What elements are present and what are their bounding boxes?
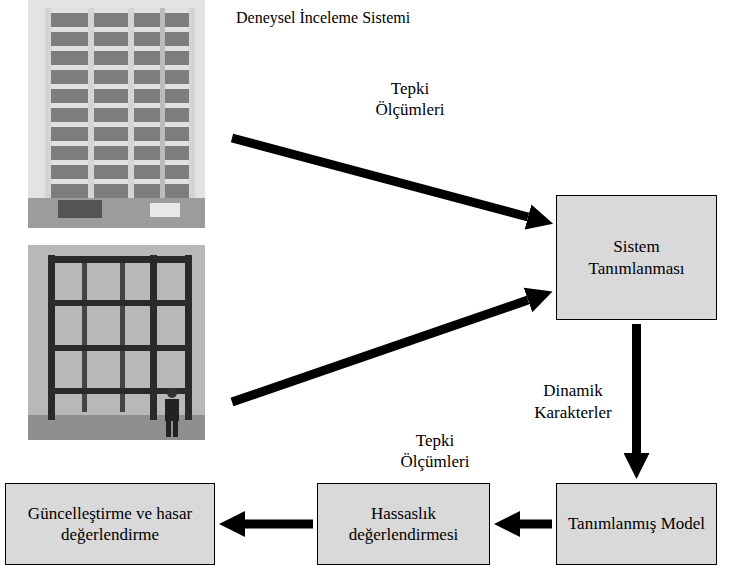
measurement-arrow: [232, 138, 528, 217]
frame-column: [48, 255, 55, 420]
floor-slab: [45, 65, 195, 70]
frame-beam: [48, 345, 192, 351]
arrow-label: Tepki Ölçümleri: [360, 78, 460, 121]
steel-frame-photo: [28, 245, 205, 440]
person-leg: [166, 421, 171, 437]
building-column: [189, 8, 195, 198]
process-box: Tanımlanmış Model: [556, 483, 717, 565]
node-text: Güncelleştirme ve hasar değerlendirme: [14, 503, 206, 546]
process-box: Hassaslık değerlendirmesi: [317, 483, 490, 565]
floor-slab: [45, 179, 195, 184]
floor-slab: [45, 46, 195, 51]
flow-arrow: [632, 324, 641, 453]
ground: [28, 198, 205, 228]
node-text: Hassaslık değerlendirmesi: [326, 503, 481, 546]
process-box: Sistem Tanımlanması: [556, 195, 717, 320]
floor-slab: [45, 141, 195, 146]
frame-column: [150, 255, 157, 420]
node-text: Sistem Tanımlanması: [565, 236, 708, 279]
building-photo: [28, 0, 205, 228]
process-box: Güncelleştirme ve hasar değerlendirme: [5, 483, 215, 565]
floor-slab: [45, 84, 195, 89]
photo-sky: [28, 0, 205, 228]
frame-beam: [48, 256, 192, 263]
floor-slab: [45, 122, 195, 127]
building-column: [160, 8, 165, 198]
frame-column: [185, 255, 192, 420]
person-head: [167, 388, 177, 398]
building-column: [45, 8, 51, 198]
edge-label: Dinamik Karakterler: [524, 380, 623, 423]
node-text: Tanımlanmış Model: [568, 513, 705, 534]
person-body: [165, 399, 179, 421]
flow-arrow: [520, 520, 552, 529]
floor-slab: [45, 103, 195, 108]
arrow-label: Tepki Ölçümleri: [385, 430, 485, 473]
person-leg: [173, 421, 178, 437]
measurement-arrow: [232, 300, 528, 402]
flow-arrow: [245, 520, 313, 529]
site-hut: [150, 203, 180, 217]
photo-wall: [28, 245, 205, 440]
building-column: [128, 8, 134, 198]
building-body: [45, 8, 195, 198]
floor-slab: [45, 160, 195, 165]
floor-slab: [45, 8, 195, 13]
building-column: [88, 8, 94, 198]
truck: [58, 200, 102, 218]
diagram-title: Deneysel İnceleme Sistemi: [236, 8, 410, 27]
frame-beam: [48, 300, 192, 306]
floor-slab: [45, 27, 195, 32]
